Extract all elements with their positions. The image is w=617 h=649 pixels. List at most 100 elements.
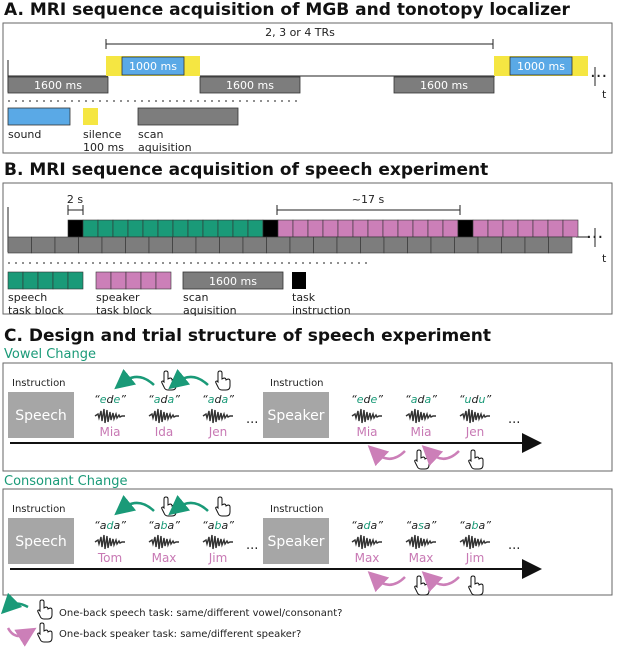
waveform-icon bbox=[351, 408, 383, 424]
syllable-part: “a bbox=[459, 519, 472, 532]
syllable-part: a” bbox=[221, 519, 234, 532]
trial-syllable: “asa” bbox=[406, 519, 437, 532]
trial-syllable: “ada” bbox=[202, 393, 234, 406]
ellipsis-left: ... bbox=[246, 412, 258, 427]
task-block-cell bbox=[232, 219, 249, 238]
scan-cell-b bbox=[7, 236, 32, 254]
syllable-part: u bbox=[478, 393, 485, 406]
legend-speech-task-icon bbox=[0, 592, 53, 620]
legend-speech-cell bbox=[7, 271, 24, 290]
syllable-part: “a bbox=[406, 519, 419, 532]
trial-syllable: “ede” bbox=[94, 393, 126, 406]
waveform-icon bbox=[202, 534, 234, 550]
syllable-part: u bbox=[465, 393, 472, 406]
speaker-name: Mia bbox=[356, 425, 377, 439]
syllable-part: ” bbox=[174, 393, 180, 406]
scan-cell-b bbox=[501, 236, 526, 254]
scan-block-a2 bbox=[199, 76, 301, 94]
response-hand-icon bbox=[414, 575, 430, 596]
trial-syllable: “aba” bbox=[148, 519, 180, 532]
task-block-cell bbox=[262, 219, 279, 238]
task-block-cell bbox=[322, 219, 339, 238]
trial-syllable: “udu” bbox=[459, 393, 492, 406]
section-b-frame bbox=[2, 182, 613, 315]
task-block-cell bbox=[337, 219, 354, 238]
speaker-name: Mia bbox=[410, 425, 431, 439]
tr-interval-label: 2, 3 or 4 TRs bbox=[265, 26, 335, 39]
legend-silence-label-2: 100 ms bbox=[83, 141, 124, 154]
legend-scan-swatch-b bbox=[182, 271, 284, 290]
speaker-name: Jen bbox=[208, 425, 228, 439]
speech-task-arrow bbox=[168, 494, 209, 516]
syllable-part: a bbox=[221, 393, 228, 406]
legend-speaker-cell bbox=[110, 271, 127, 290]
scan-ms-label-a2: 1600 ms bbox=[226, 79, 274, 92]
syllable-part: b bbox=[215, 519, 222, 532]
task-block-cell bbox=[397, 219, 414, 238]
task-block-cell bbox=[187, 219, 204, 238]
legend-silence-label-1: silence bbox=[83, 128, 122, 141]
vowel-panel-frame bbox=[2, 362, 613, 472]
speech-button-box bbox=[8, 518, 74, 564]
scan-cell-b bbox=[195, 236, 220, 254]
trial-syllable: “ada” bbox=[94, 519, 126, 532]
waveform-icon bbox=[405, 408, 437, 424]
section-a-frame bbox=[2, 22, 613, 154]
syllable-part: a bbox=[424, 393, 431, 406]
consonant-subtitle: Consonant Change bbox=[4, 474, 127, 489]
speaker-task-arrow bbox=[421, 445, 460, 467]
syllable-part: a” bbox=[478, 519, 491, 532]
legend-speech-task-label: One-back speech task: same/different vow… bbox=[59, 608, 342, 619]
syllable-part: a bbox=[154, 393, 161, 406]
waveform-icon bbox=[459, 408, 491, 424]
legend-speaker-cell bbox=[95, 271, 112, 290]
section-b-title: B. MRI sequence acquisition of speech ex… bbox=[4, 160, 488, 180]
waveform-icon bbox=[459, 534, 491, 550]
waveform-icon bbox=[94, 534, 126, 550]
syllable-part: ” bbox=[485, 393, 491, 406]
legend-speech-label-1: speech bbox=[8, 291, 47, 304]
syllable-part: s bbox=[418, 519, 424, 532]
waveform-icon bbox=[202, 408, 234, 424]
time-axis-label-a: t bbox=[602, 88, 607, 101]
instruction-label-left: Instruction bbox=[12, 504, 66, 515]
tr-label-b: 2 s bbox=[67, 193, 83, 206]
syllable-part: e bbox=[100, 393, 107, 406]
syllable-part: a bbox=[411, 393, 418, 406]
scan-cell-b bbox=[430, 236, 455, 254]
scan-cell-b bbox=[313, 236, 338, 254]
scan-cell-b bbox=[172, 236, 197, 254]
scan-row-b bbox=[7, 236, 573, 254]
syllable-part: ” bbox=[228, 393, 234, 406]
ellipsis-right: ... bbox=[508, 412, 520, 427]
tr-bracket-b bbox=[67, 205, 84, 215]
task-block-cell bbox=[352, 219, 369, 238]
syllable-part: a bbox=[208, 393, 215, 406]
scan-cell-b bbox=[54, 236, 79, 254]
scan-cell-b bbox=[148, 236, 173, 254]
speaker-button-box bbox=[263, 518, 329, 564]
syllable-part: “a bbox=[148, 519, 161, 532]
legend-instruction-swatch bbox=[292, 272, 306, 289]
scan-cell-b bbox=[383, 236, 408, 254]
response-hand-icon bbox=[468, 575, 484, 596]
legend-speaker-cell bbox=[125, 271, 142, 290]
response-hand-icon bbox=[215, 370, 231, 391]
syllable-part: “a bbox=[94, 519, 107, 532]
syllable-part: “ bbox=[148, 393, 154, 406]
task-block-cell bbox=[487, 219, 504, 238]
scan-cell-b bbox=[360, 236, 385, 254]
ellipsis-left: ... bbox=[246, 538, 258, 553]
speech-button-label: Speech bbox=[15, 534, 67, 550]
speaker-task-arrow bbox=[367, 571, 406, 593]
response-hand-icon bbox=[414, 449, 430, 470]
instruction-label-right: Instruction bbox=[270, 504, 324, 515]
section-c-title: C. Design and trial structure of speech … bbox=[4, 326, 491, 346]
syllable-part: b bbox=[472, 519, 479, 532]
task-block-cell bbox=[457, 219, 474, 238]
legend-task-label-2: instruction bbox=[292, 304, 351, 317]
response-hand-icon bbox=[215, 496, 231, 517]
block-bracket-b bbox=[276, 205, 461, 215]
